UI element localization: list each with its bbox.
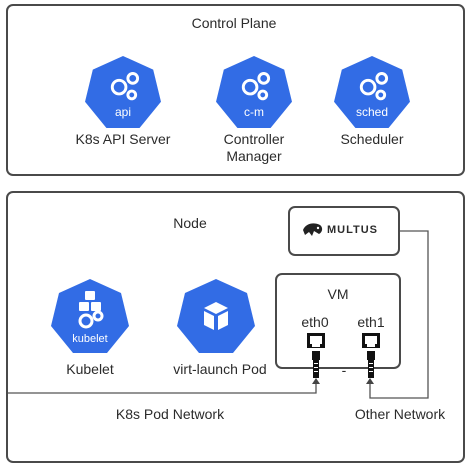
kubelet-icon (50, 278, 130, 354)
pod-network-label: K8s Pod Network (115, 406, 225, 422)
api-server-icon (84, 55, 162, 129)
control-plane-box (6, 4, 465, 176)
vm-box[interactable] (275, 273, 401, 369)
c-m-badge: c-m (244, 105, 264, 119)
virt-launch-pod-label: virt-launch Pod (173, 361, 267, 377)
node-title: Node (173, 215, 207, 231)
pod-network-line (8, 384, 317, 394)
node-box (6, 191, 465, 463)
eth0-label: eth0 (301, 314, 329, 330)
virt-launch-pod-icon (176, 278, 256, 354)
vm-title: VM (327, 286, 349, 302)
control-plane-title: Control Plane (191, 15, 277, 31)
multus-box[interactable] (288, 206, 400, 256)
scheduler-icon (333, 55, 411, 129)
eth1-label: eth1 (357, 314, 385, 330)
api-badge: api (114, 105, 131, 119)
api-server-label: K8s API Server (75, 131, 171, 147)
sched-badge: sched (355, 105, 389, 119)
kubelet-badge: kubelet (72, 333, 108, 345)
controller-manager-label-line2: Manager (226, 148, 282, 164)
eth1-port-icon (359, 332, 383, 382)
controller-manager-icon (215, 55, 293, 129)
kubelet-label: Kubelet (66, 361, 114, 377)
vm-interface-separator: - (341, 362, 347, 378)
eth0-port-icon (304, 332, 328, 382)
other-network-line (369, 230, 429, 399)
multus-logo-icon (301, 220, 325, 240)
scheduler-label: Scheduler (340, 131, 404, 147)
controller-manager-label-line1: Controller (223, 131, 285, 147)
multus-logo-text: MULTUS (327, 224, 379, 236)
other-network-label: Other Network (354, 406, 446, 422)
